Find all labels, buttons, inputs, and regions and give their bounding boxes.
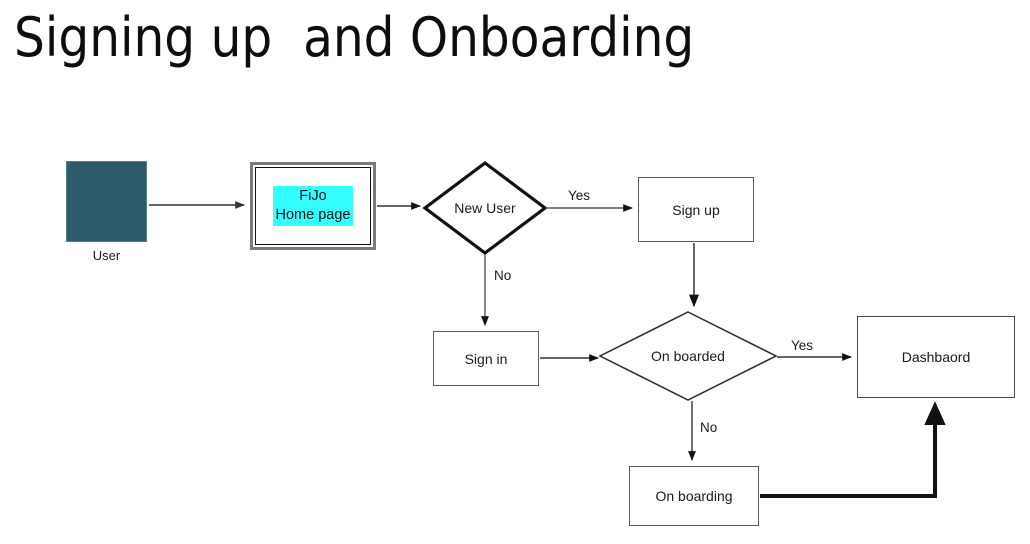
node-fijo-home-page-label: FiJo Home page <box>272 186 354 226</box>
page-title: Signing up and Onboarding <box>14 6 695 69</box>
node-sign-in[interactable]: Sign in <box>433 331 539 386</box>
edge-label-no-on-boarded: No <box>700 420 718 435</box>
node-new-user-label: New User <box>454 200 516 216</box>
node-on-boarding[interactable]: On boarding <box>629 466 759 526</box>
node-dashboard[interactable]: Dashbaord <box>857 316 1015 398</box>
node-fijo-home-page[interactable]: FiJo Home page <box>250 162 376 250</box>
node-on-boarded-label: On boarded <box>651 348 725 364</box>
node-on-boarding-label: On boarding <box>655 488 733 504</box>
user-avatar <box>66 161 147 242</box>
diamond-new-user <box>422 161 548 255</box>
node-dashboard-label: Dashbaord <box>901 349 971 365</box>
user-label: User <box>92 248 121 263</box>
node-sign-up-label: Sign up <box>672 201 720 218</box>
edge-label-no-new-user: No <box>494 268 512 283</box>
node-sign-up[interactable]: Sign up <box>638 177 754 242</box>
inner-frame <box>255 167 371 245</box>
diamond-on-boarded <box>598 311 778 401</box>
edge-on-boarding-to-dashboard <box>760 401 946 498</box>
edge-label-yes-on-boarded: Yes <box>791 338 814 353</box>
node-sign-in-label: Sign in <box>464 350 508 367</box>
edge-label-yes-new-user: Yes <box>568 188 591 203</box>
